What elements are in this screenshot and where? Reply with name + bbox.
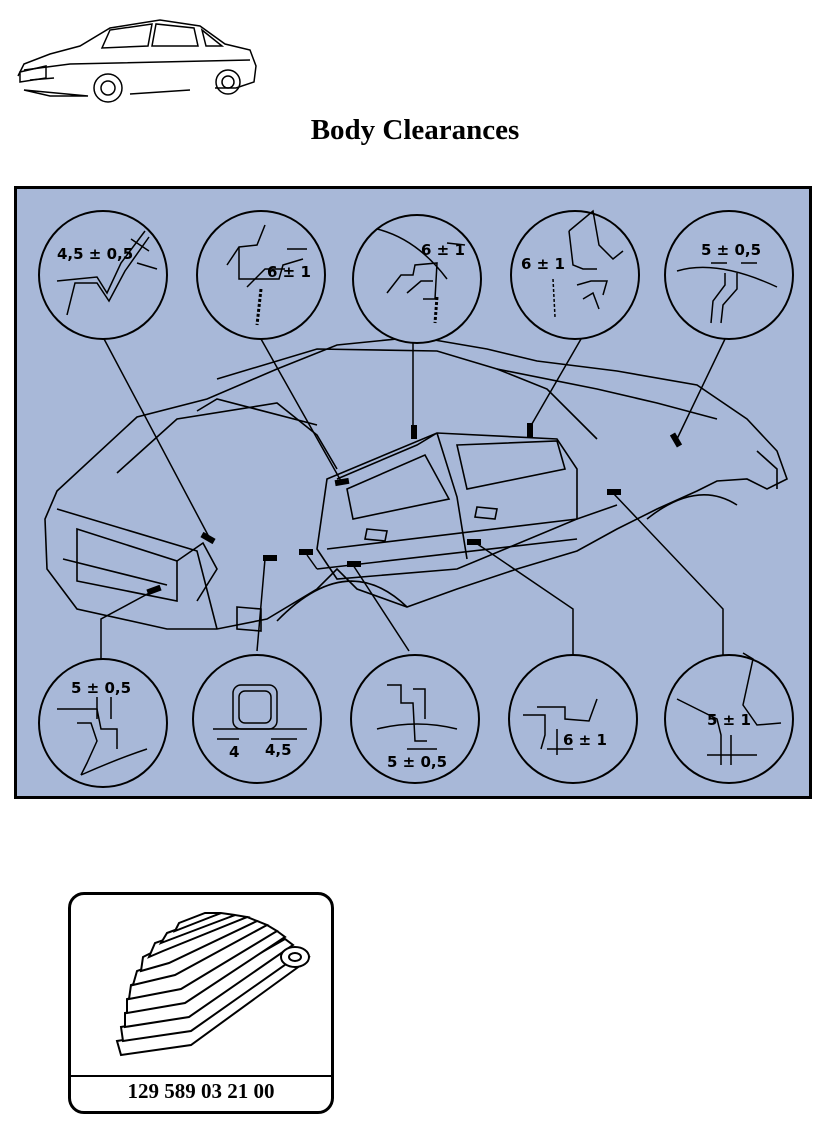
detail-circle-bottom-1 — [38, 658, 168, 788]
car-body-outline — [44, 336, 788, 630]
callout-top-1-label: 4,5 ± 0,5 — [57, 245, 133, 263]
feeler-gauge-image — [115, 911, 311, 1057]
callout-bottom-2-label-left: 4 — [229, 743, 239, 761]
body-clearance-diagram: 4,5 ± 0,5 6 ± 1 6 ± 1 6 ± 1 5 ± 0,5 5 ± … — [14, 186, 812, 799]
callout-bottom-4-label: 6 ± 1 — [563, 731, 607, 749]
sedan-thumbnail-image — [17, 19, 257, 103]
detail-circle-top-2 — [196, 210, 326, 340]
detail-circle-top-3 — [352, 214, 482, 344]
feeler-gauge-tool-panel: 129 589 03 21 00 — [68, 892, 334, 1114]
diagram-drawing: 4,5 ± 0,5 6 ± 1 6 ± 1 6 ± 1 5 ± 0,5 5 ± … — [38, 209, 794, 788]
detail-circle-bottom-3 — [350, 654, 480, 784]
callout-top-4-label: 6 ± 1 — [521, 255, 565, 273]
detail-circle-top-1 — [38, 210, 168, 340]
callout-top-5-label: 5 ± 0,5 — [701, 241, 761, 259]
detail-circle-bottom-5 — [664, 654, 794, 784]
callout-top-3-label: 6 ± 1 — [421, 241, 465, 259]
detail-circle-top-5 — [664, 210, 794, 340]
callout-bottom-3-label: 5 ± 0,5 — [387, 753, 447, 771]
callout-bottom-2-label-right: 4,5 — [265, 741, 292, 759]
tool-divider — [71, 1075, 331, 1077]
callout-top-2-label: 6 ± 1 — [267, 263, 311, 281]
callout-bottom-5-label: 5 ± 1 — [707, 711, 751, 729]
page-title: Body Clearances — [310, 114, 520, 146]
detail-circle-bottom-2 — [192, 654, 322, 784]
callout-bottom-1-label: 5 ± 0,5 — [71, 679, 131, 697]
detail-circle-top-4 — [510, 210, 640, 340]
tool-part-number: 129 589 03 21 00 — [127, 1079, 275, 1103]
